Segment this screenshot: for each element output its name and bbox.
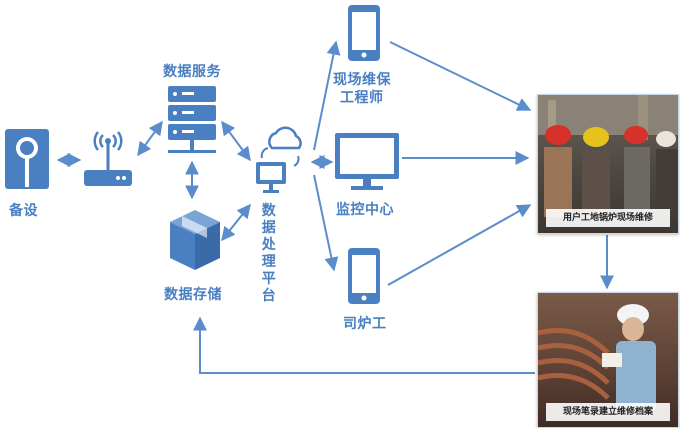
phone-icon: [348, 248, 380, 304]
record-archive-caption: 现场笔录建立维修档案: [546, 403, 670, 421]
box-icon: [170, 210, 220, 270]
workers-illustration: [538, 95, 678, 218]
record-archive-photo: 现场笔录建立维修档案: [537, 292, 679, 428]
server-icon: [168, 86, 216, 153]
arrow-photo2-storage: [193, 316, 535, 374]
arrow-router-server: [137, 120, 163, 157]
engineer-label-line2: 工程师: [340, 90, 384, 106]
arrow-platform-operator: [313, 174, 339, 272]
device-label: 备设: [9, 203, 38, 219]
arrow-server-platform: [221, 120, 251, 162]
onsite-repair-caption: 用户工地锅炉现场维修: [546, 209, 670, 227]
phone-icon: [348, 5, 380, 61]
processing-platform-label: 数据处理平台: [261, 203, 277, 304]
arrow-platform-engineer: [313, 40, 341, 151]
onsite-repair-photo: 用户工地锅炉现场维修: [537, 94, 679, 234]
monitor-icon: [335, 133, 399, 190]
arrow-storage-platform: [221, 203, 251, 242]
data-service-label: 数据服务: [163, 64, 221, 80]
arrow-engineer-photo: [389, 41, 532, 111]
engineer-illustration: [538, 304, 656, 411]
monitoring-center-label: 监控中心: [336, 202, 394, 218]
arrow-operator-photo: [387, 204, 532, 286]
data-storage-label: 数据存储: [164, 287, 222, 303]
router-icon: [84, 131, 132, 186]
engineer-label-line1: 现场维保: [333, 72, 391, 88]
boiler-operator-label: 司炉工: [343, 316, 387, 332]
scale-icon: [5, 129, 49, 189]
cloud-monitor-icon: [256, 126, 302, 193]
